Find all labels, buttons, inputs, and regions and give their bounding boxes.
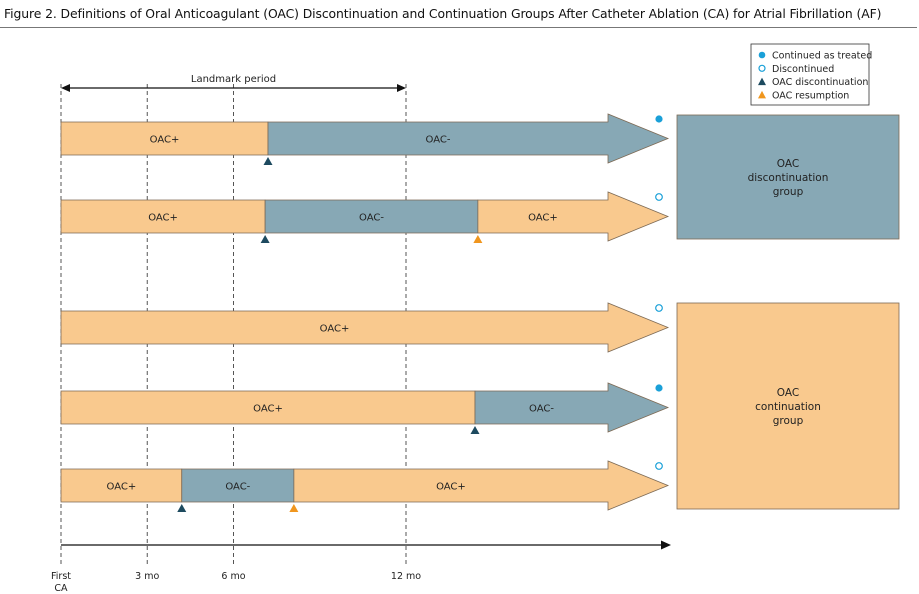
segment-label: OAC+	[320, 324, 350, 335]
legend-label: Continued as treated	[772, 51, 872, 62]
landmark-arrowhead-left	[61, 84, 70, 92]
segment-oac-plus	[477, 191, 670, 242]
segment-oac-plus	[60, 302, 670, 353]
legend-label: OAC resumption	[772, 90, 849, 101]
group-label: discontinuation	[748, 172, 829, 184]
segment-oac-plus	[293, 460, 670, 511]
legend-oac-discontinuation-icon	[758, 77, 766, 86]
title-rule	[0, 27, 917, 28]
group-label: group	[773, 415, 804, 427]
group-label: OAC	[777, 387, 799, 399]
oac-discontinuation-marker	[470, 426, 480, 434]
oac-resumption-marker	[289, 504, 299, 512]
segment-label: OAC+	[107, 482, 137, 493]
discontinued-marker	[655, 462, 663, 470]
group-label: continuation	[755, 401, 821, 413]
discontinued-marker	[655, 193, 663, 201]
group-label: OAC	[777, 158, 799, 170]
segment-label: OAC-	[426, 135, 451, 146]
segment-label: OAC+	[148, 213, 178, 224]
segment-oac-minus	[474, 382, 670, 433]
segment-oac-minus	[267, 113, 670, 164]
segment-label: OAC-	[359, 213, 384, 224]
time-tick-label: 3 mo	[135, 571, 159, 582]
segment-label: OAC+	[150, 135, 180, 146]
oac-discontinuation-marker	[260, 235, 270, 243]
time-axis-arrowhead	[661, 540, 671, 550]
continued-as-treated-marker	[655, 115, 663, 123]
legend-label: Discontinued	[772, 64, 834, 75]
time-tick-label: 12 mo	[391, 571, 421, 582]
legend-discontinued-icon	[758, 64, 766, 72]
group-label: group	[773, 186, 804, 198]
segment-label: OAC+	[436, 482, 466, 493]
landmark-period-label: Landmark period	[191, 74, 276, 85]
time-tick-label: 6 mo	[221, 571, 245, 582]
landmark-arrowhead-right	[397, 84, 406, 92]
oac-resumption-marker	[473, 235, 483, 243]
oac-discontinuation-marker	[177, 504, 187, 512]
legend-oac-resumption-icon	[758, 90, 766, 99]
legend-box	[750, 43, 870, 106]
continuation-group-box	[676, 302, 900, 510]
time-tick-label: CA	[54, 583, 68, 594]
figure-title: Figure 2. Definitions of Oral Anticoagul…	[4, 6, 882, 21]
discontinuation-group-box	[676, 114, 900, 240]
discontinued-marker	[655, 304, 663, 312]
time-tick-label: First	[51, 571, 71, 582]
legend-label: OAC discontinuation	[772, 77, 868, 88]
legend-continued-as-treated-icon	[758, 51, 766, 59]
segment-label: OAC+	[528, 213, 558, 224]
oac-discontinuation-marker	[263, 157, 273, 165]
segment-label: OAC-	[225, 482, 250, 493]
continued-as-treated-marker	[655, 384, 663, 392]
segment-label: OAC-	[529, 404, 554, 415]
segment-label: OAC+	[253, 404, 283, 415]
